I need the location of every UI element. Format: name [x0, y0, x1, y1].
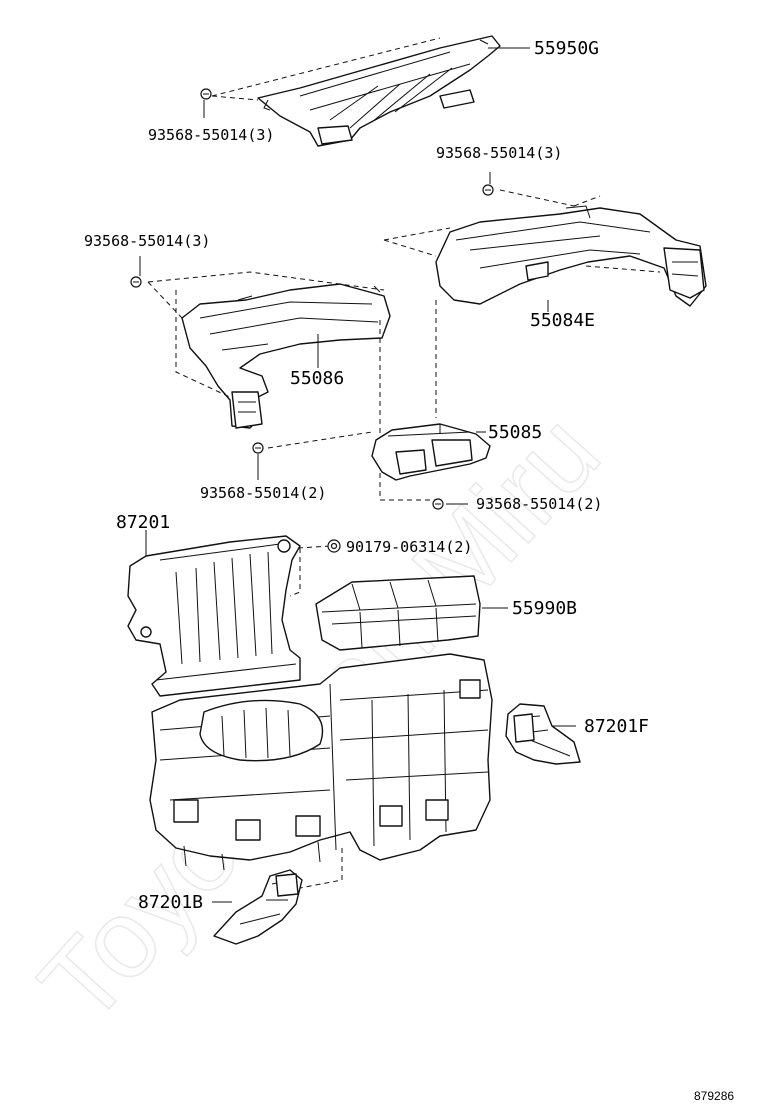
label-87201B: 87201B	[138, 892, 203, 913]
part-55084E	[435, 205, 707, 307]
bolt-b	[482, 184, 494, 196]
label-87201: 87201	[116, 512, 170, 533]
label-90179-06314: 90179-06314(2)	[346, 538, 472, 556]
label-93568-55014-a: 93568-55014(3)	[148, 126, 274, 144]
part-87201	[127, 535, 301, 697]
label-93568-55014-e: 93568-55014(2)	[476, 495, 602, 513]
label-93568-55014-d: 93568-55014(2)	[200, 484, 326, 502]
clip-90179	[327, 539, 341, 553]
part-87201F	[505, 703, 581, 765]
part-87201B	[213, 869, 303, 945]
label-55950G: 55950G	[534, 38, 599, 59]
part-55990B	[315, 575, 481, 651]
part-55950G	[257, 35, 501, 147]
bolt-e	[432, 498, 444, 510]
label-87201F: 87201F	[584, 716, 649, 737]
bolt-a	[200, 88, 212, 100]
label-93568-55014-b: 93568-55014(3)	[436, 144, 562, 162]
heater-unit	[149, 653, 493, 871]
label-93568-55014-c: 93568-55014(3)	[84, 232, 210, 250]
label-55086: 55086	[290, 368, 344, 389]
bolt-d	[252, 442, 264, 454]
label-55084E: 55084E	[530, 310, 595, 331]
part-55085	[371, 423, 491, 481]
document-number: 879286	[694, 1089, 734, 1103]
part-55086	[181, 283, 391, 429]
label-55085: 55085	[488, 422, 542, 443]
bolt-c	[130, 276, 142, 288]
label-55990B: 55990B	[512, 598, 577, 619]
